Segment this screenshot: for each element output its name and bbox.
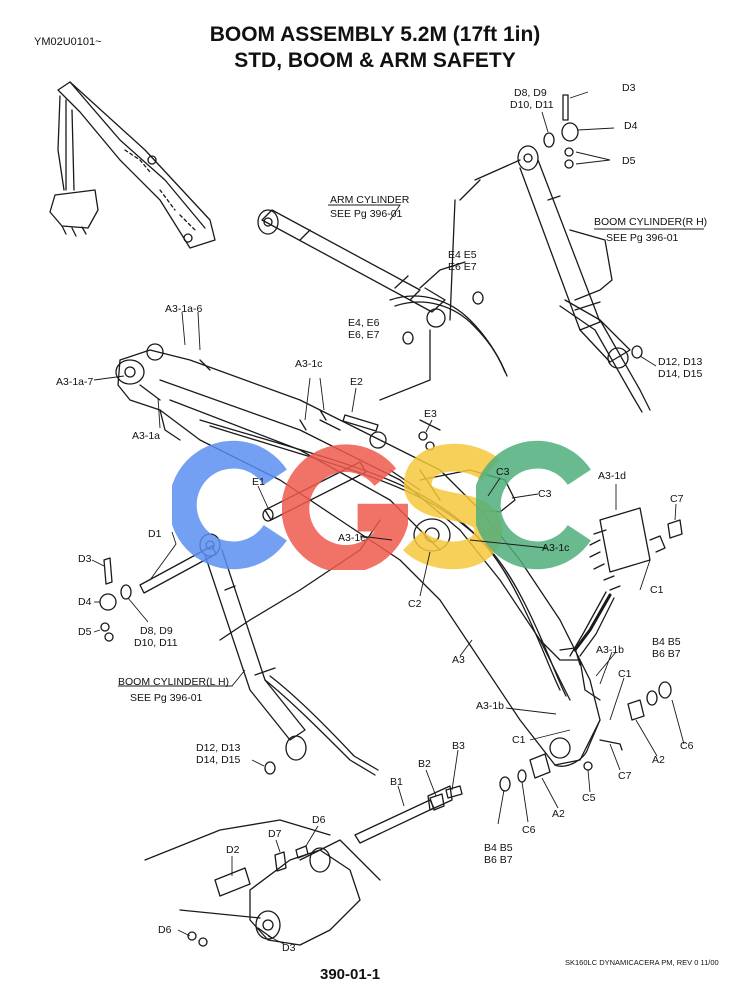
document-code: YM02U0101~ bbox=[34, 36, 102, 48]
part-label: C1 bbox=[618, 668, 632, 680]
watermark-s bbox=[402, 443, 503, 570]
part-label: C6 bbox=[522, 824, 536, 836]
part-label: C1 bbox=[512, 734, 526, 746]
part-label: D12, D13 bbox=[196, 742, 241, 754]
part-label: D7 bbox=[268, 828, 282, 840]
watermark-g bbox=[282, 444, 408, 570]
part-label: B6 B7 bbox=[652, 648, 681, 660]
footer-note: SK160LC DYNAMICACERA PM, REV 0 11/00 bbox=[565, 958, 719, 967]
part-label: A3-1e bbox=[338, 532, 367, 544]
part-label: D6 bbox=[158, 924, 172, 936]
part-label: A3-1c bbox=[542, 542, 570, 554]
part-label: C3 bbox=[538, 488, 552, 500]
callout-arm-cylinder-ref[interactable]: SEE Pg 396-01 bbox=[330, 208, 403, 220]
part-label: B4 B5 bbox=[484, 842, 513, 854]
part-label: D3 bbox=[78, 553, 92, 565]
part-label: D8, D9 bbox=[140, 625, 173, 637]
part-label: A2 bbox=[552, 808, 565, 820]
part-label: D5 bbox=[78, 626, 92, 638]
callout-boom-cylinder-lh-ref[interactable]: SEE Pg 396-01 bbox=[130, 692, 203, 704]
page-title: BOOM ASSEMBLY 5.2M (17ft 1in) bbox=[209, 23, 541, 46]
part-label: B4 B5 bbox=[652, 636, 681, 648]
part-label: A2 bbox=[652, 754, 665, 766]
part-label: E3 bbox=[424, 408, 437, 420]
base-bracket-drawing bbox=[179, 839, 381, 946]
part-label: D14, D15 bbox=[658, 368, 703, 380]
part-label: C5 bbox=[582, 792, 596, 804]
part-label: D5 bbox=[622, 155, 636, 167]
excavator-thumbnail bbox=[49, 81, 216, 249]
part-label: D10, D11 bbox=[510, 99, 554, 111]
part-label: D12, D13 bbox=[658, 356, 703, 368]
watermark-c2 bbox=[476, 440, 591, 570]
part-label: A3-1b bbox=[596, 644, 625, 656]
part-label: D4 bbox=[78, 596, 92, 608]
part-label: A3 bbox=[452, 654, 465, 666]
part-label: A3-1a bbox=[132, 430, 161, 442]
boom-cylinder-rh-drawing bbox=[517, 145, 651, 413]
part-label: A3-1c bbox=[295, 358, 323, 370]
callout-boom-cylinder-rh: BOOM CYLINDER(R H) bbox=[594, 216, 708, 228]
part-label: A3-1a-6 bbox=[165, 303, 203, 315]
part-label: C7 bbox=[670, 493, 684, 505]
part-label: D4 bbox=[624, 120, 638, 132]
part-label: E6, E7 bbox=[348, 329, 380, 341]
page-number: 390-01-1 bbox=[320, 966, 381, 983]
callout-arm-cylinder: ARM CYLINDER bbox=[330, 194, 410, 206]
arm-cylinder-drawing bbox=[257, 209, 508, 377]
part-label: D2 bbox=[226, 844, 240, 856]
part-label: C2 bbox=[408, 598, 422, 610]
part-label: D6 bbox=[312, 814, 326, 826]
part-label: E4, E6 bbox=[348, 317, 380, 329]
part-label: B3 bbox=[452, 740, 465, 752]
part-label: B1 bbox=[390, 776, 403, 788]
part-label: C3 bbox=[496, 466, 510, 478]
callout-boom-cylinder-rh-ref[interactable]: SEE Pg 396-01 bbox=[606, 232, 679, 244]
part-label: A3-1a-7 bbox=[56, 376, 94, 388]
page-subtitle: STD, BOOM & ARM SAFETY bbox=[234, 49, 516, 72]
part-label: E1 bbox=[252, 476, 265, 488]
part-label: D10, D11 bbox=[134, 637, 178, 649]
part-label: C6 bbox=[680, 740, 694, 752]
part-label: E6 E7 bbox=[448, 261, 477, 273]
part-label: A3-1d bbox=[598, 470, 627, 482]
part-label: A3-1b bbox=[476, 700, 505, 712]
part-label: B2 bbox=[418, 758, 431, 770]
part-label: B6 B7 bbox=[484, 854, 513, 866]
part-label: C7 bbox=[618, 770, 632, 782]
part-label: D3 bbox=[622, 82, 636, 94]
part-label: D8, D9 bbox=[514, 87, 547, 99]
callout-boom-cylinder-lh: BOOM CYLINDER(L H) bbox=[118, 676, 230, 688]
part-label: D3 bbox=[282, 942, 296, 954]
part-label: C1 bbox=[650, 584, 664, 596]
watermark-c1 bbox=[172, 440, 287, 570]
part-label: E2 bbox=[350, 376, 363, 388]
part-label: D1 bbox=[148, 528, 162, 540]
part-label: D14, D15 bbox=[196, 754, 241, 766]
part-label: E4 E5 bbox=[448, 249, 477, 261]
